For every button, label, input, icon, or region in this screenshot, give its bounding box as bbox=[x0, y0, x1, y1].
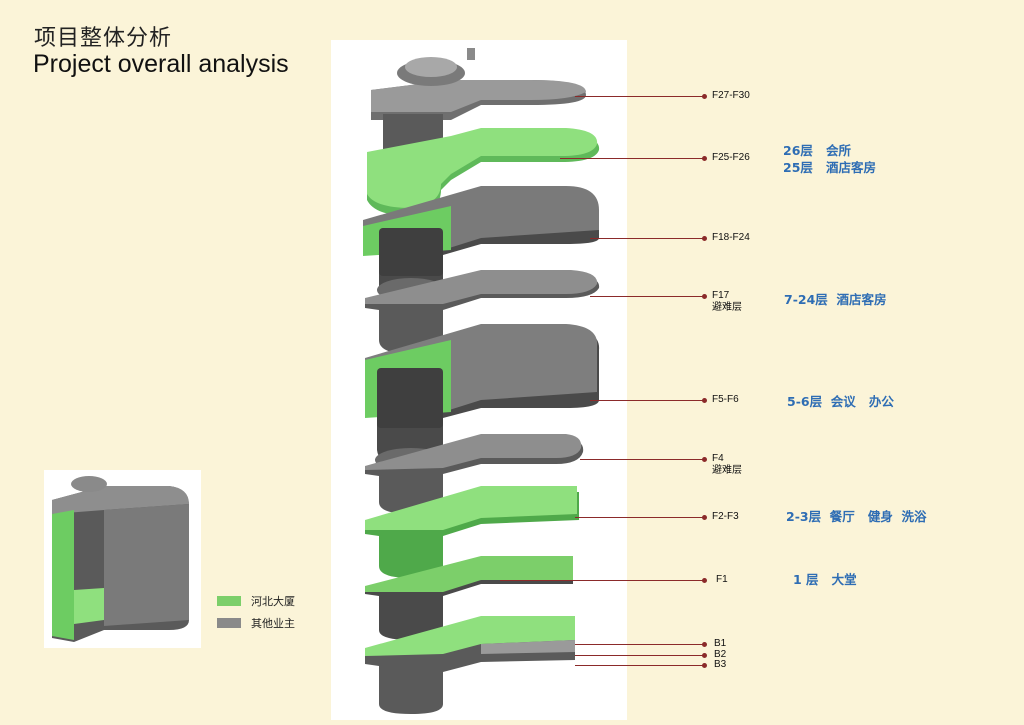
block-f2-f3 bbox=[365, 486, 579, 578]
legend-swatch-green bbox=[217, 596, 241, 606]
floor-label-b1: B1 bbox=[714, 638, 727, 649]
description-f7-f24: 7-24层 酒店客房 bbox=[784, 292, 887, 307]
legend-hebei: 河北大厦 bbox=[217, 594, 295, 608]
description-f5-f6: 5-6层 会议 办公 bbox=[787, 394, 894, 409]
floor-label-f1: F1 bbox=[716, 574, 728, 585]
leader-dot bbox=[702, 294, 707, 299]
leader-dot bbox=[702, 663, 707, 668]
block-basements bbox=[365, 616, 575, 714]
leader-line bbox=[575, 96, 705, 97]
floor-label-f18-f24: F18-F24 bbox=[712, 232, 750, 243]
leader-line bbox=[575, 517, 705, 518]
description-f25-f26: 26层 会所 25层 酒店客房 bbox=[783, 143, 876, 175]
leader-line bbox=[500, 580, 705, 581]
leader-line bbox=[590, 238, 705, 239]
leader-dot bbox=[702, 156, 707, 161]
floor-label-f17-sub: 避难层 bbox=[712, 302, 742, 313]
legend-label-others: 其他业主 bbox=[251, 618, 295, 630]
floor-label-f17: F17 避难层 bbox=[712, 290, 742, 314]
floor-label-b3: B3 bbox=[714, 659, 727, 670]
leader-dot bbox=[702, 578, 707, 583]
leader-dot bbox=[702, 398, 707, 403]
legend-label-hebei: 河北大厦 bbox=[251, 596, 295, 608]
block-f5-f6 bbox=[365, 324, 600, 472]
leader-dot bbox=[702, 642, 707, 647]
leader-dot bbox=[702, 457, 707, 462]
block-f4 bbox=[365, 434, 584, 514]
floor-label-f17-name: F17 bbox=[712, 290, 730, 301]
legend-others: 其他业主 bbox=[217, 616, 295, 630]
tower-thumbnail bbox=[44, 470, 201, 648]
floor-label-f4: F4 避难层 bbox=[712, 453, 742, 477]
leader-dot bbox=[702, 653, 707, 658]
leader-line bbox=[575, 665, 705, 666]
leader-dot bbox=[702, 515, 707, 520]
leader-line bbox=[590, 400, 705, 401]
leader-line bbox=[580, 459, 705, 460]
floor-label-f4-sub: 避难层 bbox=[712, 465, 742, 476]
floor-label-f27-f30: F27-F30 bbox=[712, 90, 750, 101]
leader-line bbox=[575, 644, 705, 645]
title-english: Project overall analysis bbox=[33, 50, 289, 78]
legend-swatch-gray bbox=[217, 618, 241, 628]
floor-label-f4-name: F4 bbox=[712, 453, 724, 464]
description-f2-f3: 2-3层 餐厅 健身 洗浴 bbox=[786, 509, 927, 524]
floor-label-f2-f3: F2-F3 bbox=[712, 511, 739, 522]
exploded-floor-stack bbox=[363, 48, 600, 714]
leader-line bbox=[590, 296, 705, 297]
floor-label-f25-f26: F25-F26 bbox=[712, 152, 750, 163]
leader-dot bbox=[702, 236, 707, 241]
leader-line bbox=[560, 158, 705, 159]
floor-label-b2: B2 bbox=[714, 649, 727, 660]
title-chinese: 项目整体分析 bbox=[34, 26, 173, 51]
description-f1: 1 层 大堂 bbox=[793, 572, 857, 587]
floor-label-f5-f6: F5-F6 bbox=[712, 394, 739, 405]
leader-dot bbox=[702, 94, 707, 99]
block-f17 bbox=[365, 270, 600, 354]
block-f25-f26 bbox=[367, 128, 600, 216]
leader-line bbox=[575, 655, 705, 656]
